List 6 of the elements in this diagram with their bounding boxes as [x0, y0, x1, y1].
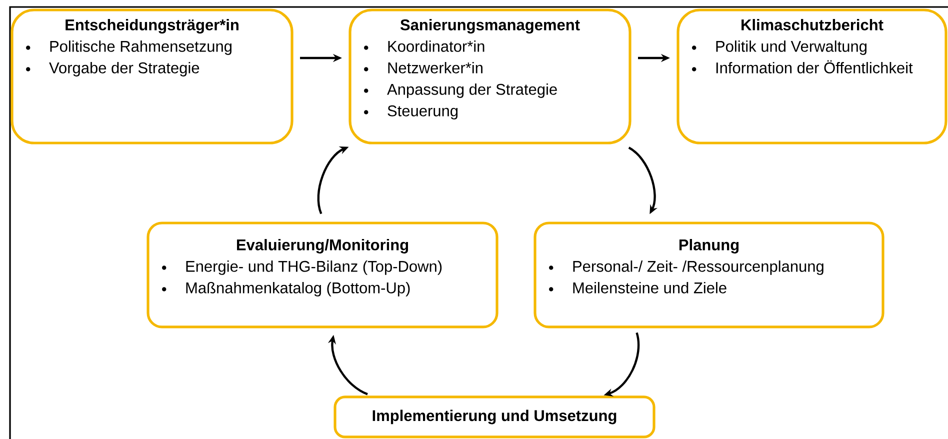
process-box: Sanierungsmanagement Koordinator*in Netzwerker*in Anpassung der Strategie Steuerung [348, 8, 632, 144]
process-box: Planung Personal-/ Zeit- /Ressourcenplanung Meilensteine und Ziele [534, 222, 884, 328]
process-box: Implementierung und Umsetzung [334, 396, 656, 438]
process-box: Klimaschutzbericht Politik und Verwaltung Information der Öffentlichkeit [676, 8, 948, 144]
process-box: Evaluierung/Monitoring Energie- und THG-Bilanz (Top-Down) Maßnahmenkatalog (Bottom-Up) [146, 222, 498, 328]
process-box: Entscheidungsträger*in Politische Rahmensetzung Vorgabe der Strategie [10, 8, 294, 144]
